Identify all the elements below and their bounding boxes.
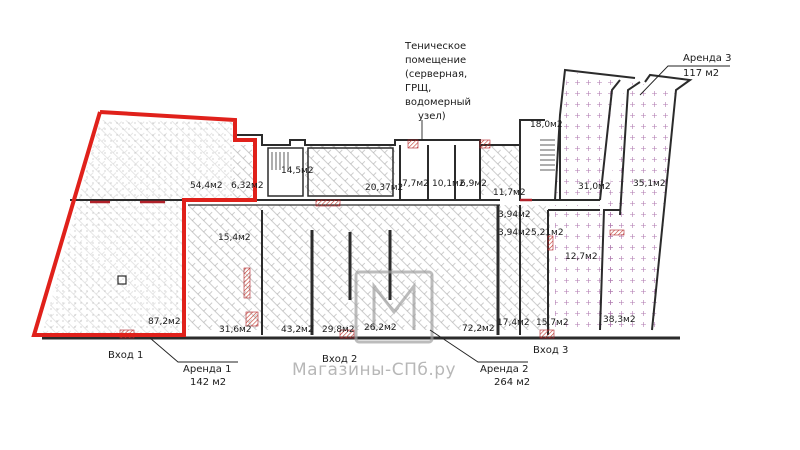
rental-3-name: Аренда 3 [683,53,731,64]
room-area: 17,4м2 [497,318,530,328]
room-area: 31,6м2 [219,325,252,335]
room-area: 87,2м2 [148,317,181,327]
tech-note-line-4: ГРЩ, [405,83,431,94]
tech-note-line-6: узел) [418,111,446,122]
room-area: 11,7м2 [493,188,526,198]
entrance-3-label: Вход 3 [533,345,568,356]
tech-note-line-5: водомерный [405,97,471,108]
rental-2-area: 264 м2 [494,377,530,388]
rental-2-name: Аренда 2 [480,364,528,375]
rental-1-name: Аренда 1 [183,364,231,375]
room-area: 6,32м2 [231,181,264,191]
room-area: 14,5м2 [281,166,314,176]
rental-1-area: 142 м2 [190,377,226,388]
room-area: 38,3м2 [603,315,636,325]
walls [42,68,693,340]
room-area: 26,2м2 [364,323,397,333]
watermark-logo [354,270,434,344]
leader-lines [149,65,730,363]
entrance-2-label: Вход 2 [322,354,357,365]
room-area: 5,21м2 [531,228,564,238]
entrance-1-label: Вход 1 [108,350,143,361]
room-area: 18,0м2 [530,120,563,130]
room-area: 12,7м2 [565,252,598,262]
floor-fills [42,72,675,335]
door-openings [119,139,625,339]
room-area: 6,9м2 [460,179,487,189]
room-area: 3,94м2 [498,210,531,220]
room-area: 15,7м2 [536,318,569,328]
room-area: 54,4м2 [190,181,223,191]
rental-3-area: 117 м2 [683,68,719,79]
rental-1-outline [31,110,257,337]
room-area: 10,1м2 [432,179,465,189]
labels: Теническое помещение (серверная, ГРЩ, во… [108,41,731,388]
room-area: 7,7м2 [402,179,429,189]
room-area: 29,8м2 [322,325,355,335]
room-area: 35,1м2 [633,179,666,189]
room-area: 43,2м2 [281,325,314,335]
room-area: 15,4м2 [218,233,251,243]
tech-note-line-1: Теническое [404,41,466,52]
room-area: 20,37м2 [365,183,403,193]
room-area: 72,2м2 [462,324,495,334]
door-markers [90,198,532,204]
room-area: 31,0м2 [578,182,611,192]
room-area: 3,94м2 [498,228,531,238]
stairs [271,139,555,171]
watermark-text: Магазины-СПб.ру [292,360,456,380]
tech-note-line-2: помещение [405,55,466,66]
tech-note-line-3: (серверная, [405,69,467,80]
